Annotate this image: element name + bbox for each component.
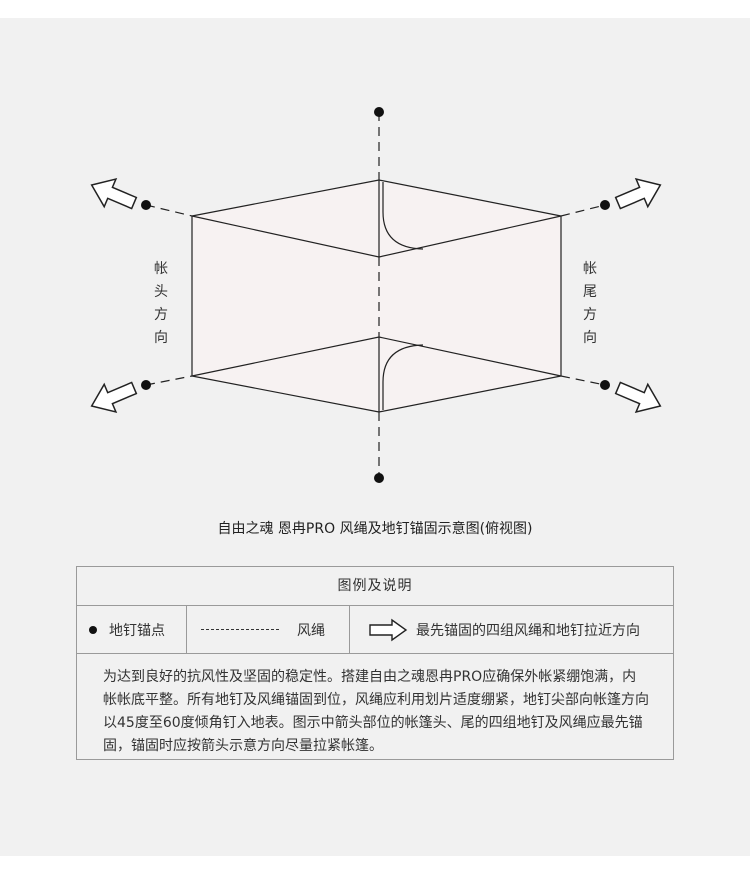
legend-table: 图例及说明 地钉锚点 风绳 最先锚固的四组风绳和地钉拉近方向 为达到良好的抗风性… bbox=[76, 566, 674, 760]
head-direction-label: 帐 头 方 向 bbox=[154, 261, 168, 346]
tent-door-curve-top bbox=[382, 182, 424, 250]
legend-stake-label: 地钉锚点 bbox=[109, 622, 165, 639]
rope-tail-top bbox=[560, 204, 606, 217]
rope-head-top bbox=[145, 204, 193, 217]
legend-rope-label: 风绳 bbox=[297, 622, 325, 639]
legend-title: 图例及说明 bbox=[77, 567, 673, 606]
diagram-caption: 自由之魂 恩冉PRO 风绳及地钉锚固示意图(俯视图) bbox=[217, 521, 533, 537]
stake-top bbox=[374, 107, 384, 117]
stake-head-top bbox=[141, 200, 151, 210]
tent-door-curve-bottom bbox=[382, 344, 424, 410]
legend-arrow-label: 最先锚固的四组风绳和地钉拉近方向 bbox=[416, 622, 640, 639]
legend-rope: 风绳 bbox=[187, 606, 350, 653]
legend-stake: 地钉锚点 bbox=[77, 606, 187, 653]
dashed-line-icon bbox=[201, 629, 279, 630]
stake-head-bottom bbox=[141, 380, 151, 390]
rope-tail-bottom bbox=[560, 375, 606, 386]
arrow-head-top bbox=[85, 170, 141, 218]
arrow-tail-bottom bbox=[611, 373, 667, 421]
arrow-head-bottom bbox=[85, 373, 141, 421]
legend-row: 地钉锚点 风绳 最先锚固的四组风绳和地钉拉近方向 bbox=[77, 606, 673, 654]
tent-body bbox=[192, 180, 561, 412]
tent-anchor-diagram bbox=[85, 107, 667, 483]
stake-dot-icon bbox=[89, 625, 97, 634]
rope-head-bottom bbox=[145, 375, 193, 386]
arrow-tail-top bbox=[611, 170, 667, 218]
stake-tail-top bbox=[600, 200, 610, 210]
legend-arrow: 最先锚固的四组风绳和地钉拉近方向 bbox=[350, 606, 673, 653]
legend-description: 为达到良好的抗风性及坚固的稳定性。搭建自由之魂恩冉PRO应确保外帐紧绷饱满，内帐… bbox=[103, 669, 649, 754]
outline-arrow-icon bbox=[369, 618, 408, 641]
stake-tail-bottom bbox=[600, 380, 610, 390]
content-panel bbox=[0, 18, 750, 856]
stake-bottom bbox=[374, 473, 384, 483]
tail-direction-label: 帐 尾 方 向 bbox=[583, 261, 597, 346]
